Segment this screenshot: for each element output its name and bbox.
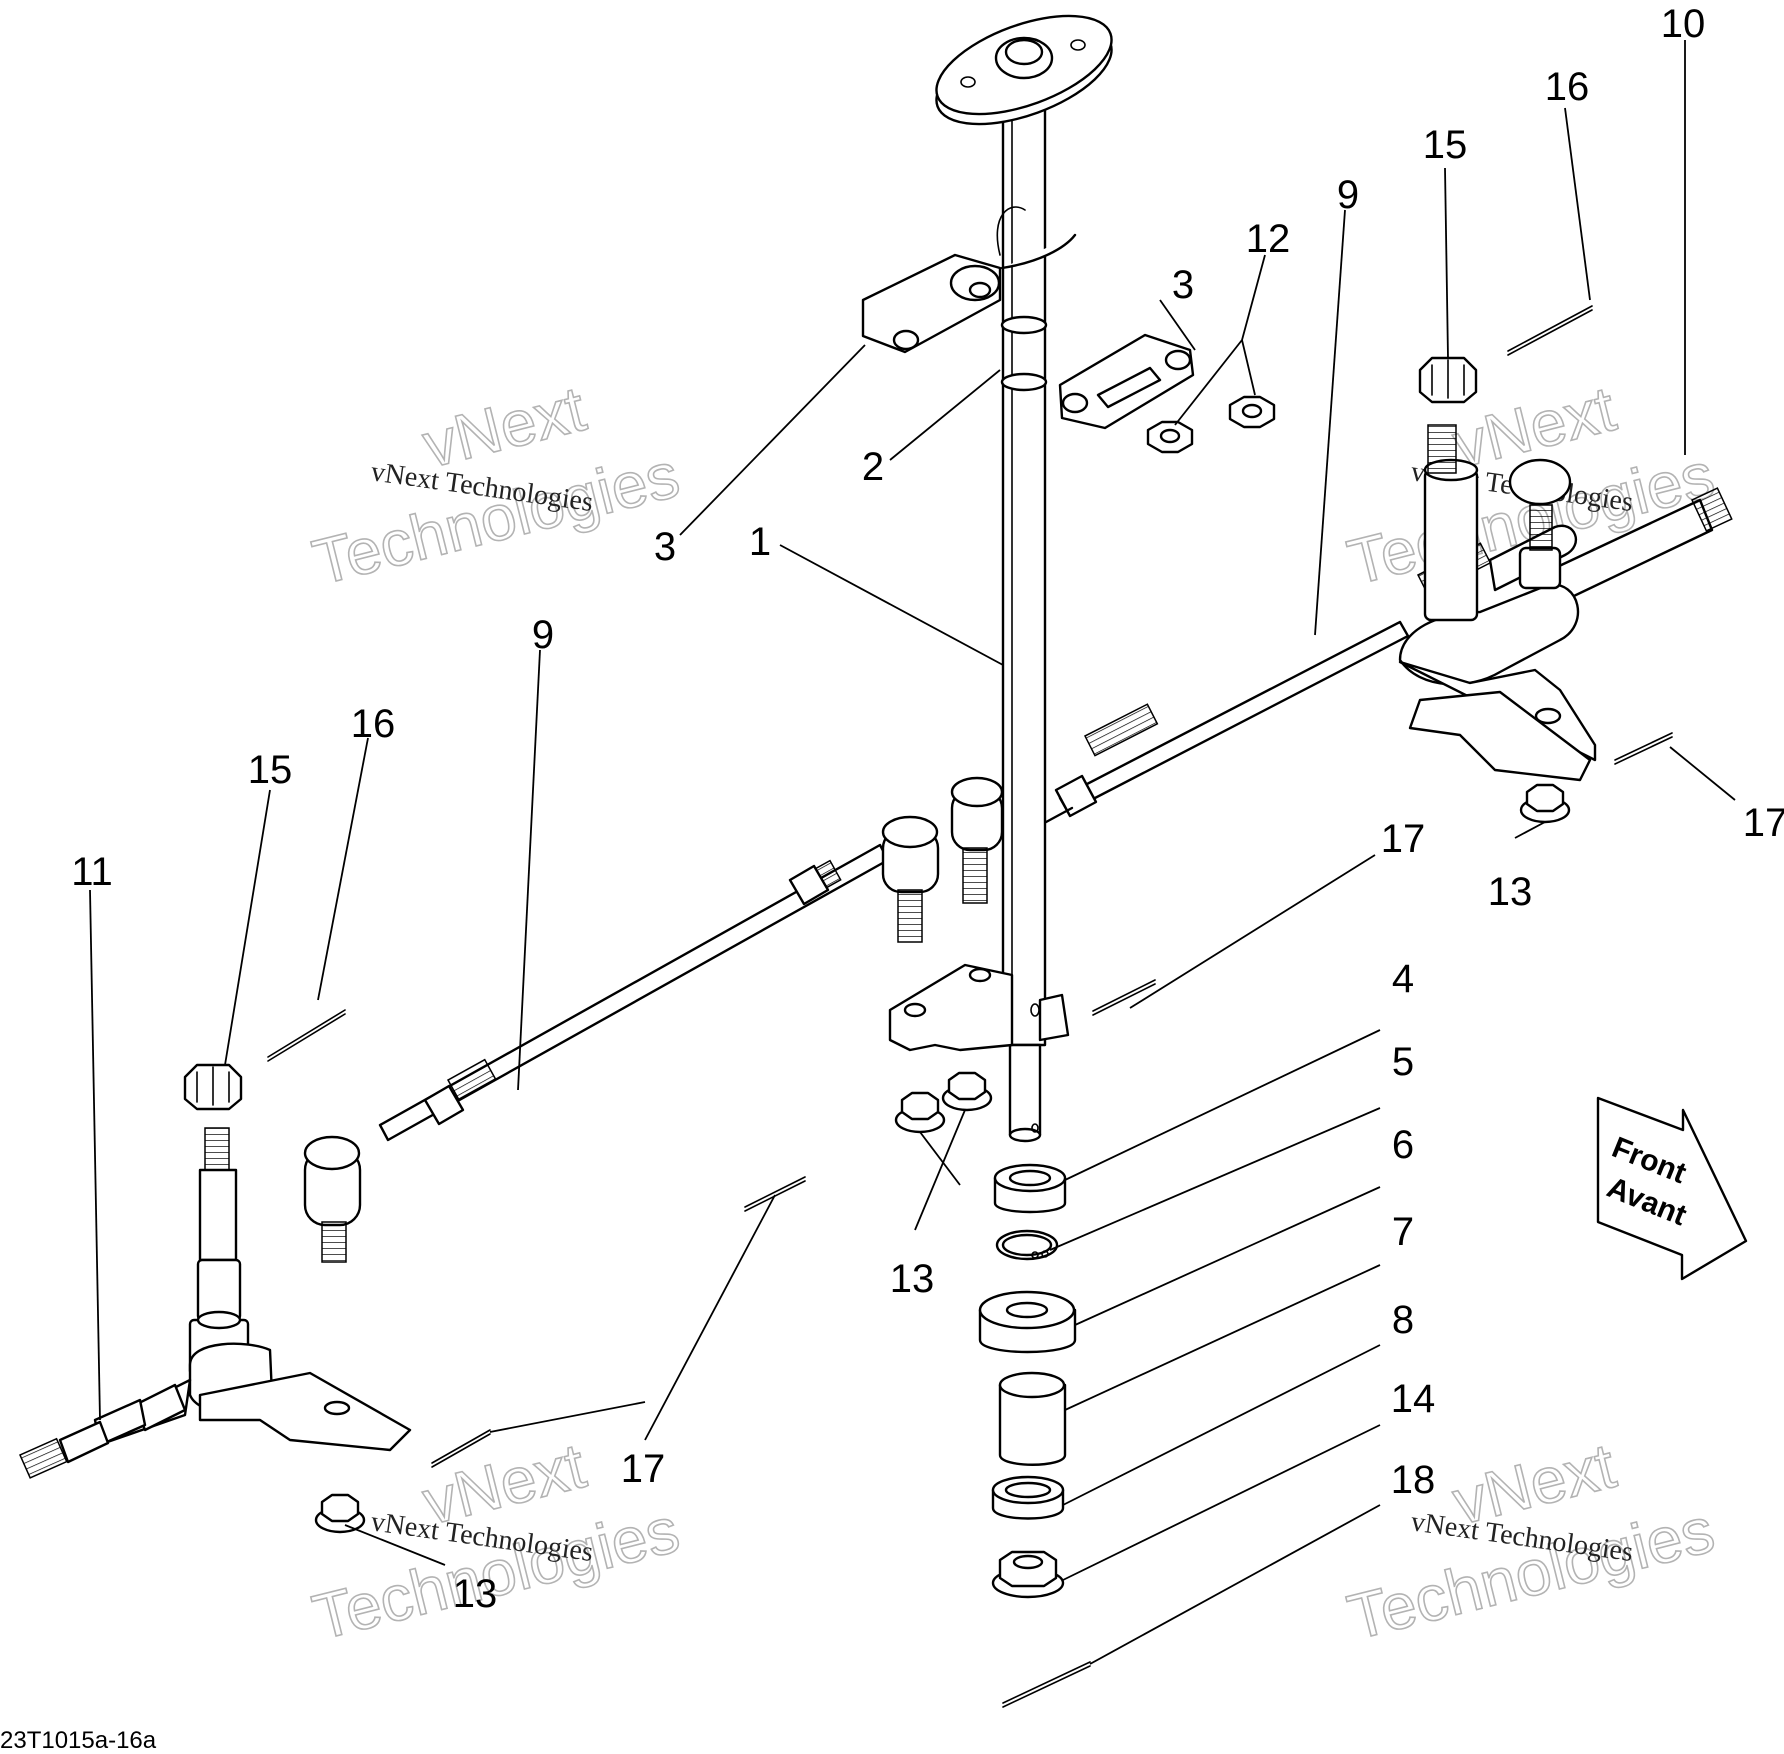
callout-13: 13 [1488, 870, 1533, 914]
grease-mark-16-left [267, 1009, 346, 1062]
callout-9: 9 [1337, 173, 1359, 217]
callout-3: 3 [1172, 263, 1194, 307]
flange-nut-14 [991, 1550, 1065, 1599]
clamp-half-right [1058, 333, 1195, 430]
tie-rod-end-outer-left [303, 1135, 362, 1263]
callout-8: 8 [1392, 1298, 1414, 1342]
callout-16: 16 [351, 702, 396, 746]
grease-mark-16-right [1507, 305, 1593, 356]
callout-16: 16 [1545, 65, 1590, 109]
washer-6 [978, 1290, 1077, 1354]
clamp-half-left [861, 253, 1002, 354]
callout-7: 7 [1392, 1210, 1414, 1254]
leader-lines [89, 40, 1736, 1665]
bushing-8 [991, 1475, 1065, 1520]
grease-mark-17-bottom [431, 1429, 491, 1468]
grease-mark-17-right [1614, 732, 1673, 765]
callout-5: 5 [1392, 1040, 1414, 1084]
tie-rod-left [378, 843, 890, 1142]
grease-mark-17-left [744, 1176, 806, 1212]
lock-nut-12-b [1228, 395, 1276, 429]
callout-1: 1 [749, 520, 771, 564]
bushing-4 [993, 1163, 1067, 1214]
callout-2: 2 [862, 445, 884, 489]
callout-17: 17 [1381, 817, 1426, 861]
tie-rod-end-stud-center-left [881, 815, 940, 943]
callout-labels: 10 16 15 9 12 3 2 3 1 9 16 15 11 17 17 1… [71, 2, 1784, 1616]
grease-mark-17-center [1092, 979, 1156, 1016]
steering-arm-bracket [888, 963, 1070, 1052]
front-direction-arrow: Front Avant [1596, 1096, 1748, 1281]
watermark-top-left: vNext Technologies vNext Technologies [305, 371, 687, 599]
callout-11: 11 [71, 850, 113, 894]
callout-15: 15 [1423, 123, 1468, 167]
callout-13: 13 [453, 1572, 498, 1616]
tie-rod-end-stud-center-right [950, 776, 1004, 904]
callout-15: 15 [248, 748, 293, 792]
flange-nut-13-d [314, 1493, 366, 1534]
reference-code: 23T1015a-16a [0, 1727, 157, 1754]
castle-nut-left [183, 1063, 243, 1111]
flange-nut-13-b [941, 1071, 993, 1112]
flange-nut-13-c [1519, 783, 1571, 824]
callout-10: 10 [1661, 2, 1706, 46]
callout-4: 4 [1392, 957, 1414, 1001]
callout-17: 17 [1743, 801, 1784, 845]
callout-13: 13 [890, 1257, 935, 1301]
callout-17: 17 [621, 1447, 666, 1491]
callout-12: 12 [1246, 217, 1291, 261]
lock-nut-12-a [1146, 420, 1194, 454]
callout-18: 18 [1391, 1458, 1436, 1502]
callout-3: 3 [654, 525, 676, 569]
grease-mark-18 [1002, 1661, 1091, 1708]
callout-9: 9 [532, 613, 554, 657]
steering-column [935, 14, 1113, 1143]
spindle-right [1398, 424, 1733, 782]
castle-nut-right [1418, 356, 1478, 404]
spindle-left [19, 1127, 412, 1479]
callout-14: 14 [1391, 1377, 1436, 1421]
clip-ring [996, 206, 1077, 392]
retaining-ring-5 [995, 1229, 1059, 1261]
callout-6: 6 [1392, 1123, 1414, 1167]
flange-nut-13-a [894, 1091, 946, 1134]
spacer-7 [998, 1371, 1067, 1466]
